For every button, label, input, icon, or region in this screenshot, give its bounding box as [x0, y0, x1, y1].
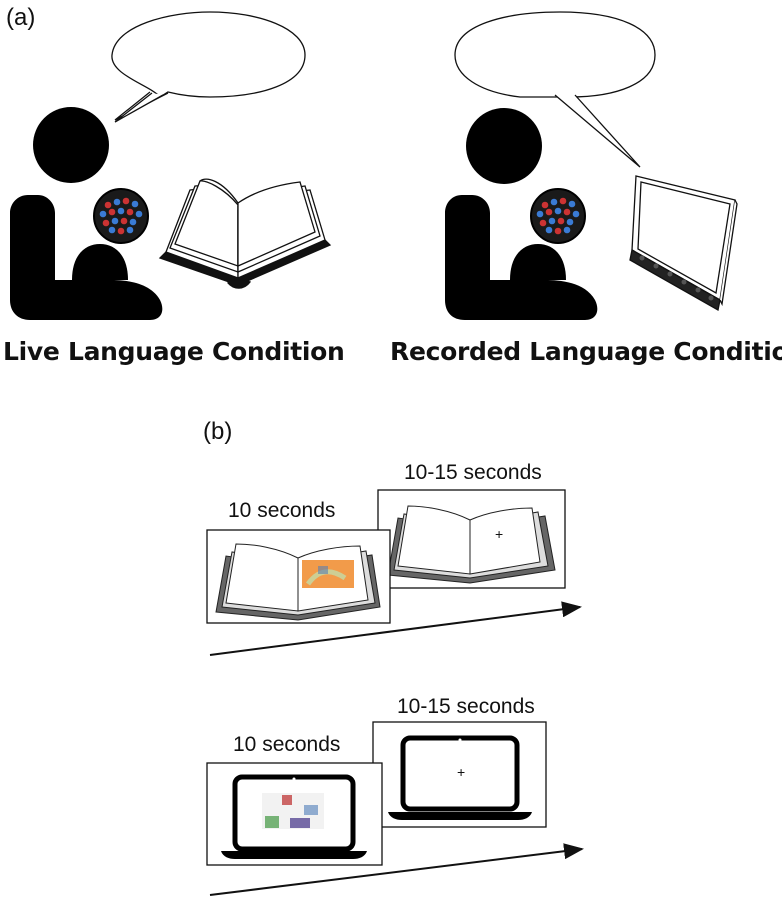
- laptop-second-duration: 10-15 seconds: [397, 695, 535, 718]
- panel-b-label: (b): [203, 418, 233, 445]
- laptop-story-image: [221, 774, 367, 859]
- book-sequence: [206, 489, 582, 656]
- live-condition-illustration: [10, 11, 332, 320]
- panel-a-label: (a): [6, 4, 36, 31]
- recorded-person-body: [445, 195, 598, 320]
- live-condition-caption: Live Language Condition: [3, 337, 345, 366]
- book-fixation-image: [387, 505, 556, 584]
- book-story-image: [215, 543, 381, 621]
- laptop-timeline-arrow: [209, 843, 584, 896]
- recorded-speaker-bar: [639, 255, 714, 301]
- recorded-condition-illustration: [445, 11, 738, 320]
- book-fixation-cross: +: [495, 526, 504, 542]
- live-open-book: [158, 178, 332, 289]
- book-timeline-arrow: [209, 601, 582, 656]
- book-second-duration: 10-15 seconds: [404, 461, 542, 484]
- laptop-sequence: [206, 721, 584, 896]
- blurred-picture-laptop: [262, 793, 324, 829]
- recorded-speech-bubble: [454, 11, 656, 98]
- recorded-fnirs-cap: [530, 188, 586, 244]
- book-first-duration: 10 seconds: [228, 499, 336, 522]
- laptop-fixation-cross: +: [457, 764, 466, 780]
- recorded-condition-caption: Recorded Language Condition: [390, 337, 782, 366]
- live-person-body: [10, 195, 163, 320]
- recorded-person-head: [466, 108, 542, 184]
- live-fnirs-cap: [93, 188, 149, 244]
- live-person-head: [33, 107, 109, 183]
- recorded-monitor: [629, 175, 738, 312]
- laptop-first-duration: 10 seconds: [233, 733, 341, 756]
- laptop-fixation-image: [388, 735, 532, 820]
- live-child-body: [72, 244, 128, 280]
- recorded-child-body: [510, 244, 566, 280]
